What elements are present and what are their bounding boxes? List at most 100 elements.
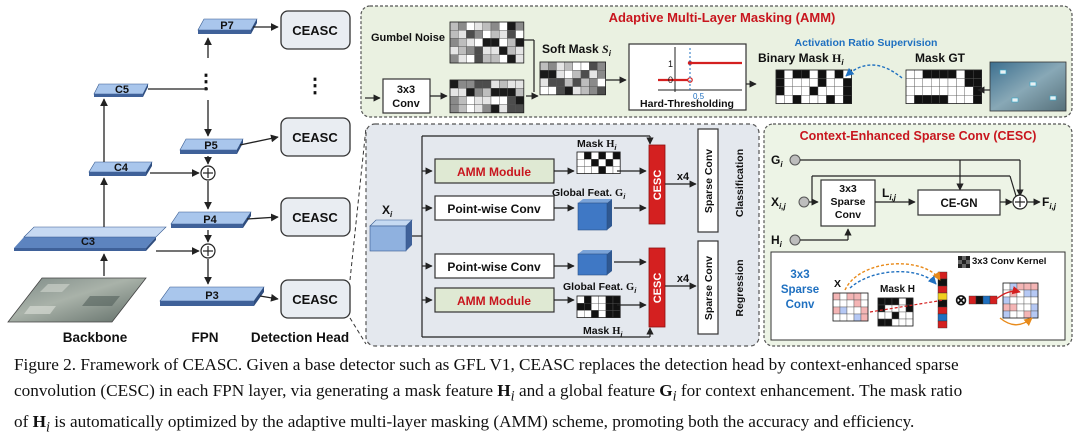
- detail-x-cell: [832, 292, 841, 301]
- detail-out-cell: [1009, 296, 1018, 305]
- gumbel-cell: [499, 38, 508, 47]
- mask-gt-cell: [922, 78, 932, 87]
- binary-mask-cell: [775, 86, 785, 96]
- svg-text:Global Feat. Gi: Global Feat. Gi: [552, 187, 626, 201]
- feature-cell: [482, 87, 492, 97]
- fpn-p7: P7: [197, 18, 258, 34]
- feature-cell: [449, 79, 459, 89]
- gumbel-cell: [449, 54, 459, 64]
- mask-bottom-cell: [583, 302, 592, 311]
- fpn-p3: P3: [159, 286, 265, 306]
- svg-text:Li,j: Li,j: [882, 186, 897, 202]
- svg-text:Mask Hi: Mask Hi: [577, 138, 617, 152]
- detail-out-cell: [1009, 303, 1018, 312]
- mask-top-cell: [576, 166, 585, 174]
- binary-mask-cell: [809, 86, 819, 96]
- feature-cell: [515, 104, 524, 114]
- mask-label-bottom: Mask Hi: [583, 325, 623, 339]
- gumbel-cell: [449, 21, 459, 31]
- regression-label: Regression: [734, 259, 746, 316]
- detail-mask-cell: [891, 318, 900, 327]
- soft-mask-cell: [580, 69, 590, 79]
- detail-x-cell: [846, 313, 855, 322]
- binary-mask-cell: [775, 78, 785, 87]
- mask-gt-cell: [947, 78, 957, 87]
- mask-gt-cell: [922, 86, 932, 96]
- gumbel-cell: [482, 54, 492, 64]
- binary-mask-cell: [809, 95, 819, 104]
- gumbel-cell: [515, 21, 524, 31]
- mask-top-cell: [612, 166, 621, 174]
- binary-mask-cell: [784, 95, 793, 104]
- sparse-conv-detail: 3x3 Sparse Conv X Mask H ⊗ 3x3 Conv Kern…: [770, 251, 1066, 341]
- mask-top-cell: [576, 158, 585, 167]
- detail-out-cell: [1030, 289, 1039, 298]
- soft-mask-cell: [556, 69, 565, 79]
- binary-mask-cell: [842, 86, 852, 96]
- mask-top-cell: [583, 158, 592, 167]
- gumbel-cell: [474, 21, 484, 31]
- mask-bottom-cell: [612, 302, 621, 311]
- binary-mask-label: Binary Mask Hi: [758, 51, 844, 67]
- p3-label: P3: [205, 290, 218, 302]
- mask-bottom-cell: [598, 310, 607, 318]
- feature-cell: [474, 79, 484, 89]
- binary-mask-cell: [784, 78, 793, 87]
- detail-mask-cell: [898, 311, 907, 320]
- cesc-panel: Context-Enhanced Sparse Conv (CESC) Gi X…: [763, 123, 1073, 347]
- soft-mask-cell: [547, 69, 557, 79]
- detail-mask-cell: [891, 311, 900, 320]
- detail-mask-cell: [898, 297, 907, 306]
- amm-module-top: AMM Module: [434, 158, 555, 184]
- soft-mask-cell: [597, 61, 606, 71]
- mask-gt-cell: [939, 86, 949, 96]
- detail-column-vector: [937, 271, 948, 329]
- binary-mask-cell: [834, 69, 844, 79]
- caption-line-1: Figure 2. Framework of CEASC. Given a ba…: [14, 355, 959, 374]
- gumbel-cell: [449, 46, 459, 56]
- gumbel-cell: [515, 46, 524, 56]
- detail-out-cell: [1016, 282, 1025, 291]
- mask-gt-cell: [956, 95, 966, 104]
- soft-mask-cell: [580, 61, 590, 71]
- feature-cell: [499, 104, 508, 114]
- feature-cell: [515, 87, 524, 97]
- feature-cell: [482, 79, 492, 89]
- detail-x-cell: [832, 313, 841, 322]
- mask-top-cell: [598, 151, 607, 160]
- svg-text:CEASC: CEASC: [292, 130, 338, 145]
- gumbel-cell: [499, 21, 508, 31]
- binary-mask-cell: [817, 95, 827, 104]
- mask-bottom-cell: [591, 295, 599, 304]
- gumbel-cell: [466, 21, 475, 31]
- feature-cell: [482, 104, 492, 114]
- detail-x-cell: [853, 306, 862, 315]
- gumbel-cell: [457, 46, 467, 56]
- gumbel-noise-grid: [449, 21, 525, 64]
- svg-text:Gi: Gi: [771, 153, 783, 169]
- feature-cell: [499, 87, 508, 97]
- svg-text:Binary Mask Hi: Binary Mask Hi: [758, 51, 844, 67]
- soft-mask-cell: [547, 86, 557, 96]
- ceasc-head-p7: CEASC: [280, 10, 351, 50]
- svg-text:3x3: 3x3: [839, 183, 857, 195]
- binary-mask-cell: [834, 86, 844, 96]
- svg-text:Xi: Xi: [382, 203, 393, 219]
- global-feat-block-top: [577, 199, 612, 231]
- feature-cell: [457, 87, 467, 97]
- column-vector-cell: [937, 320, 948, 329]
- column-vector-cell: [937, 313, 948, 322]
- binary-mask-cell: [809, 78, 819, 87]
- svg-text:CEASC: CEASC: [292, 292, 338, 307]
- svg-text:Conv: Conv: [392, 98, 420, 110]
- input-feature-cube: Xi: [369, 203, 413, 252]
- mask-bottom-cell: [605, 302, 614, 311]
- detail-out-cell: [1016, 303, 1025, 312]
- mask-bottom-cell: [576, 302, 585, 311]
- feature-cell: [490, 79, 500, 89]
- binary-mask-cell: [801, 69, 810, 79]
- detail-mask-cell: [884, 318, 893, 327]
- cesc-title: Context-Enhanced Sparse Conv (CESC): [800, 129, 1037, 143]
- detail-x-cell: [839, 306, 848, 315]
- kernel-cell: [958, 256, 962, 260]
